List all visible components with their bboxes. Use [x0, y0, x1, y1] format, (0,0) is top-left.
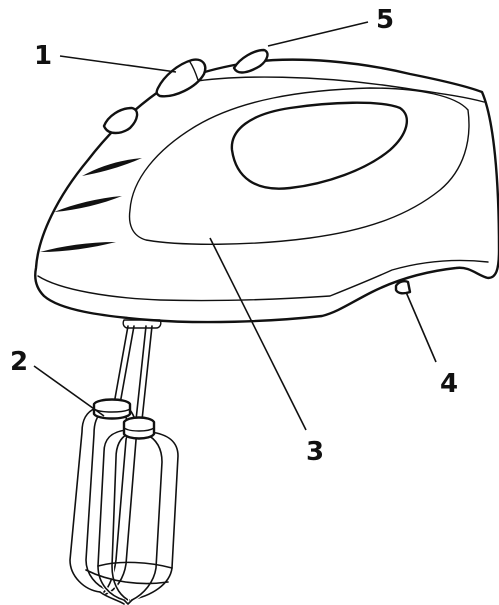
vent-slot-2: [54, 196, 122, 212]
callout-labels: 1 2 3 4 5: [10, 5, 458, 467]
mixer-body: [34, 48, 499, 324]
beater-shaft-right: [135, 325, 147, 421]
beater-shaft-left: [113, 325, 129, 405]
beater-right-collar: [122, 416, 156, 440]
leader-5: [267, 21, 369, 47]
callout-2: 2: [10, 347, 28, 377]
beater-socket: [122, 319, 162, 329]
grip-recess: [230, 101, 409, 190]
callout-3: 3: [306, 437, 324, 467]
beaters: [69, 319, 180, 605]
handle-ridge: [189, 76, 485, 103]
beater-shaft-right-b: [141, 325, 153, 421]
beater-right-cage: [85, 428, 180, 605]
vent-slot-3: [40, 242, 116, 252]
leader-lines: [33, 21, 437, 431]
eject-button: [232, 48, 269, 74]
leader-3: [209, 237, 307, 431]
beater-shaft-left-b: [119, 325, 135, 405]
callout-4: 4: [440, 369, 458, 399]
side-panel: [128, 87, 470, 245]
leader-1: [59, 55, 177, 73]
callout-1: 1: [34, 41, 52, 71]
housing-rim: [37, 259, 489, 302]
front-button: [102, 106, 139, 135]
speed-control-detail: [189, 61, 199, 81]
leader-2: [33, 365, 105, 417]
accessory-socket: [394, 280, 412, 295]
beater-left-collar: [92, 398, 132, 420]
vent-slot-1: [82, 158, 142, 176]
leader-4: [405, 291, 437, 363]
callout-5: 5: [376, 5, 394, 35]
